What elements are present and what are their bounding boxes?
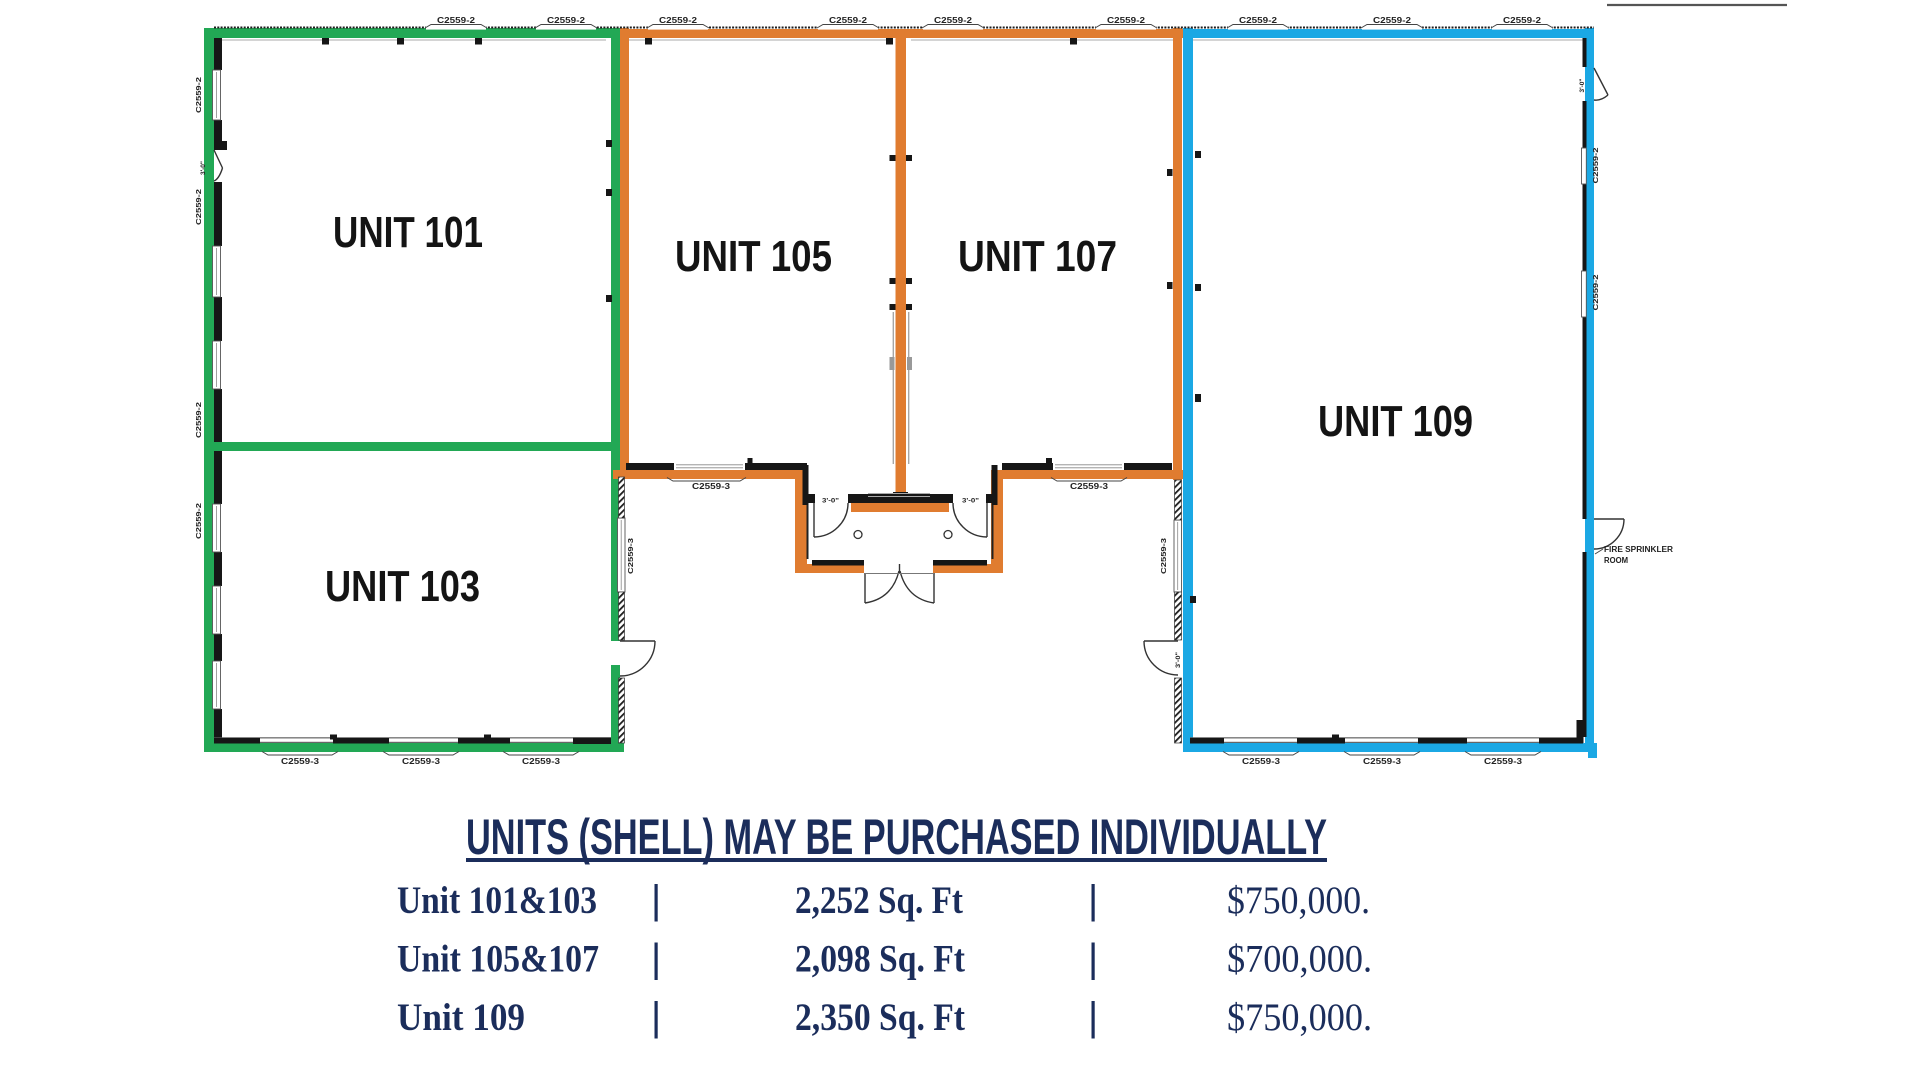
svg-text:$750,000.: $750,000. <box>1227 879 1370 922</box>
svg-text:C2559-2: C2559-2 <box>547 16 586 25</box>
svg-text:C2559-2: C2559-2 <box>1373 16 1412 25</box>
svg-text:C2559-3: C2559-3 <box>1242 757 1281 766</box>
svg-text:3'-0": 3'-0" <box>962 499 979 505</box>
svg-text:3'-0": 3'-0" <box>1580 78 1586 92</box>
svg-text:C2559-2: C2559-2 <box>829 16 868 25</box>
svg-text:C2559-3: C2559-3 <box>1161 538 1168 574</box>
svg-text:C2559-3: C2559-3 <box>692 482 731 491</box>
svg-text:2,350 Sq. Ft: 2,350 Sq. Ft <box>795 996 965 1039</box>
svg-text:Unit 101&103: Unit 101&103 <box>397 879 597 922</box>
svg-text:Unit 109: Unit 109 <box>397 996 525 1039</box>
svg-text:C2559-2: C2559-2 <box>196 503 203 539</box>
svg-text:C2559-2: C2559-2 <box>196 402 203 438</box>
svg-text:3'-0": 3'-0" <box>201 161 207 175</box>
svg-text:2,098 Sq. Ft: 2,098 Sq. Ft <box>795 938 965 981</box>
svg-text:FIRE SPRINKLER: FIRE SPRINKLER <box>1604 545 1673 554</box>
svg-text:C2559-3: C2559-3 <box>1484 757 1523 766</box>
svg-text:C2559-2: C2559-2 <box>437 16 476 25</box>
svg-text:UNIT 109: UNIT 109 <box>1318 397 1473 446</box>
svg-text:UNIT 107: UNIT 107 <box>958 232 1117 281</box>
svg-text:C2559-3: C2559-3 <box>281 757 320 766</box>
svg-text:C2559-2: C2559-2 <box>934 16 973 25</box>
svg-text:C2559-2: C2559-2 <box>659 16 698 25</box>
svg-text:C2559-2: C2559-2 <box>196 77 203 113</box>
svg-text:C2559-3: C2559-3 <box>1070 482 1109 491</box>
svg-text:UNITS (SHELL) MAY BE PURCHASED: UNITS (SHELL) MAY BE PURCHASED INDIVIDUA… <box>466 809 1327 865</box>
svg-text:$700,000.: $700,000. <box>1227 938 1372 981</box>
svg-text:C2559-3: C2559-3 <box>522 757 561 766</box>
svg-text:C2559-2: C2559-2 <box>1593 274 1600 310</box>
svg-text:C2559-2: C2559-2 <box>1503 16 1542 25</box>
svg-text:C2559-3: C2559-3 <box>628 538 635 574</box>
svg-text:UNIT 105: UNIT 105 <box>675 232 832 281</box>
svg-text:C2559-2: C2559-2 <box>1593 147 1600 183</box>
svg-text:Unit 105&107: Unit 105&107 <box>397 938 599 981</box>
svg-text:3'-0": 3'-0" <box>1176 652 1182 668</box>
svg-text:C2559-2: C2559-2 <box>196 189 203 225</box>
svg-text:ROOM: ROOM <box>1604 556 1628 565</box>
svg-text:UNIT 101: UNIT 101 <box>333 208 483 257</box>
svg-text:C2559-3: C2559-3 <box>1363 757 1402 766</box>
svg-text:C2559-2: C2559-2 <box>1239 16 1278 25</box>
svg-text:C2559-2: C2559-2 <box>1107 16 1146 25</box>
svg-text:3'-0": 3'-0" <box>822 499 839 505</box>
svg-text:$750,000.: $750,000. <box>1227 996 1372 1039</box>
svg-text:C2559-3: C2559-3 <box>402 757 441 766</box>
svg-text:UNIT 103: UNIT 103 <box>325 562 480 611</box>
svg-text:2,252 Sq. Ft: 2,252 Sq. Ft <box>795 879 963 922</box>
